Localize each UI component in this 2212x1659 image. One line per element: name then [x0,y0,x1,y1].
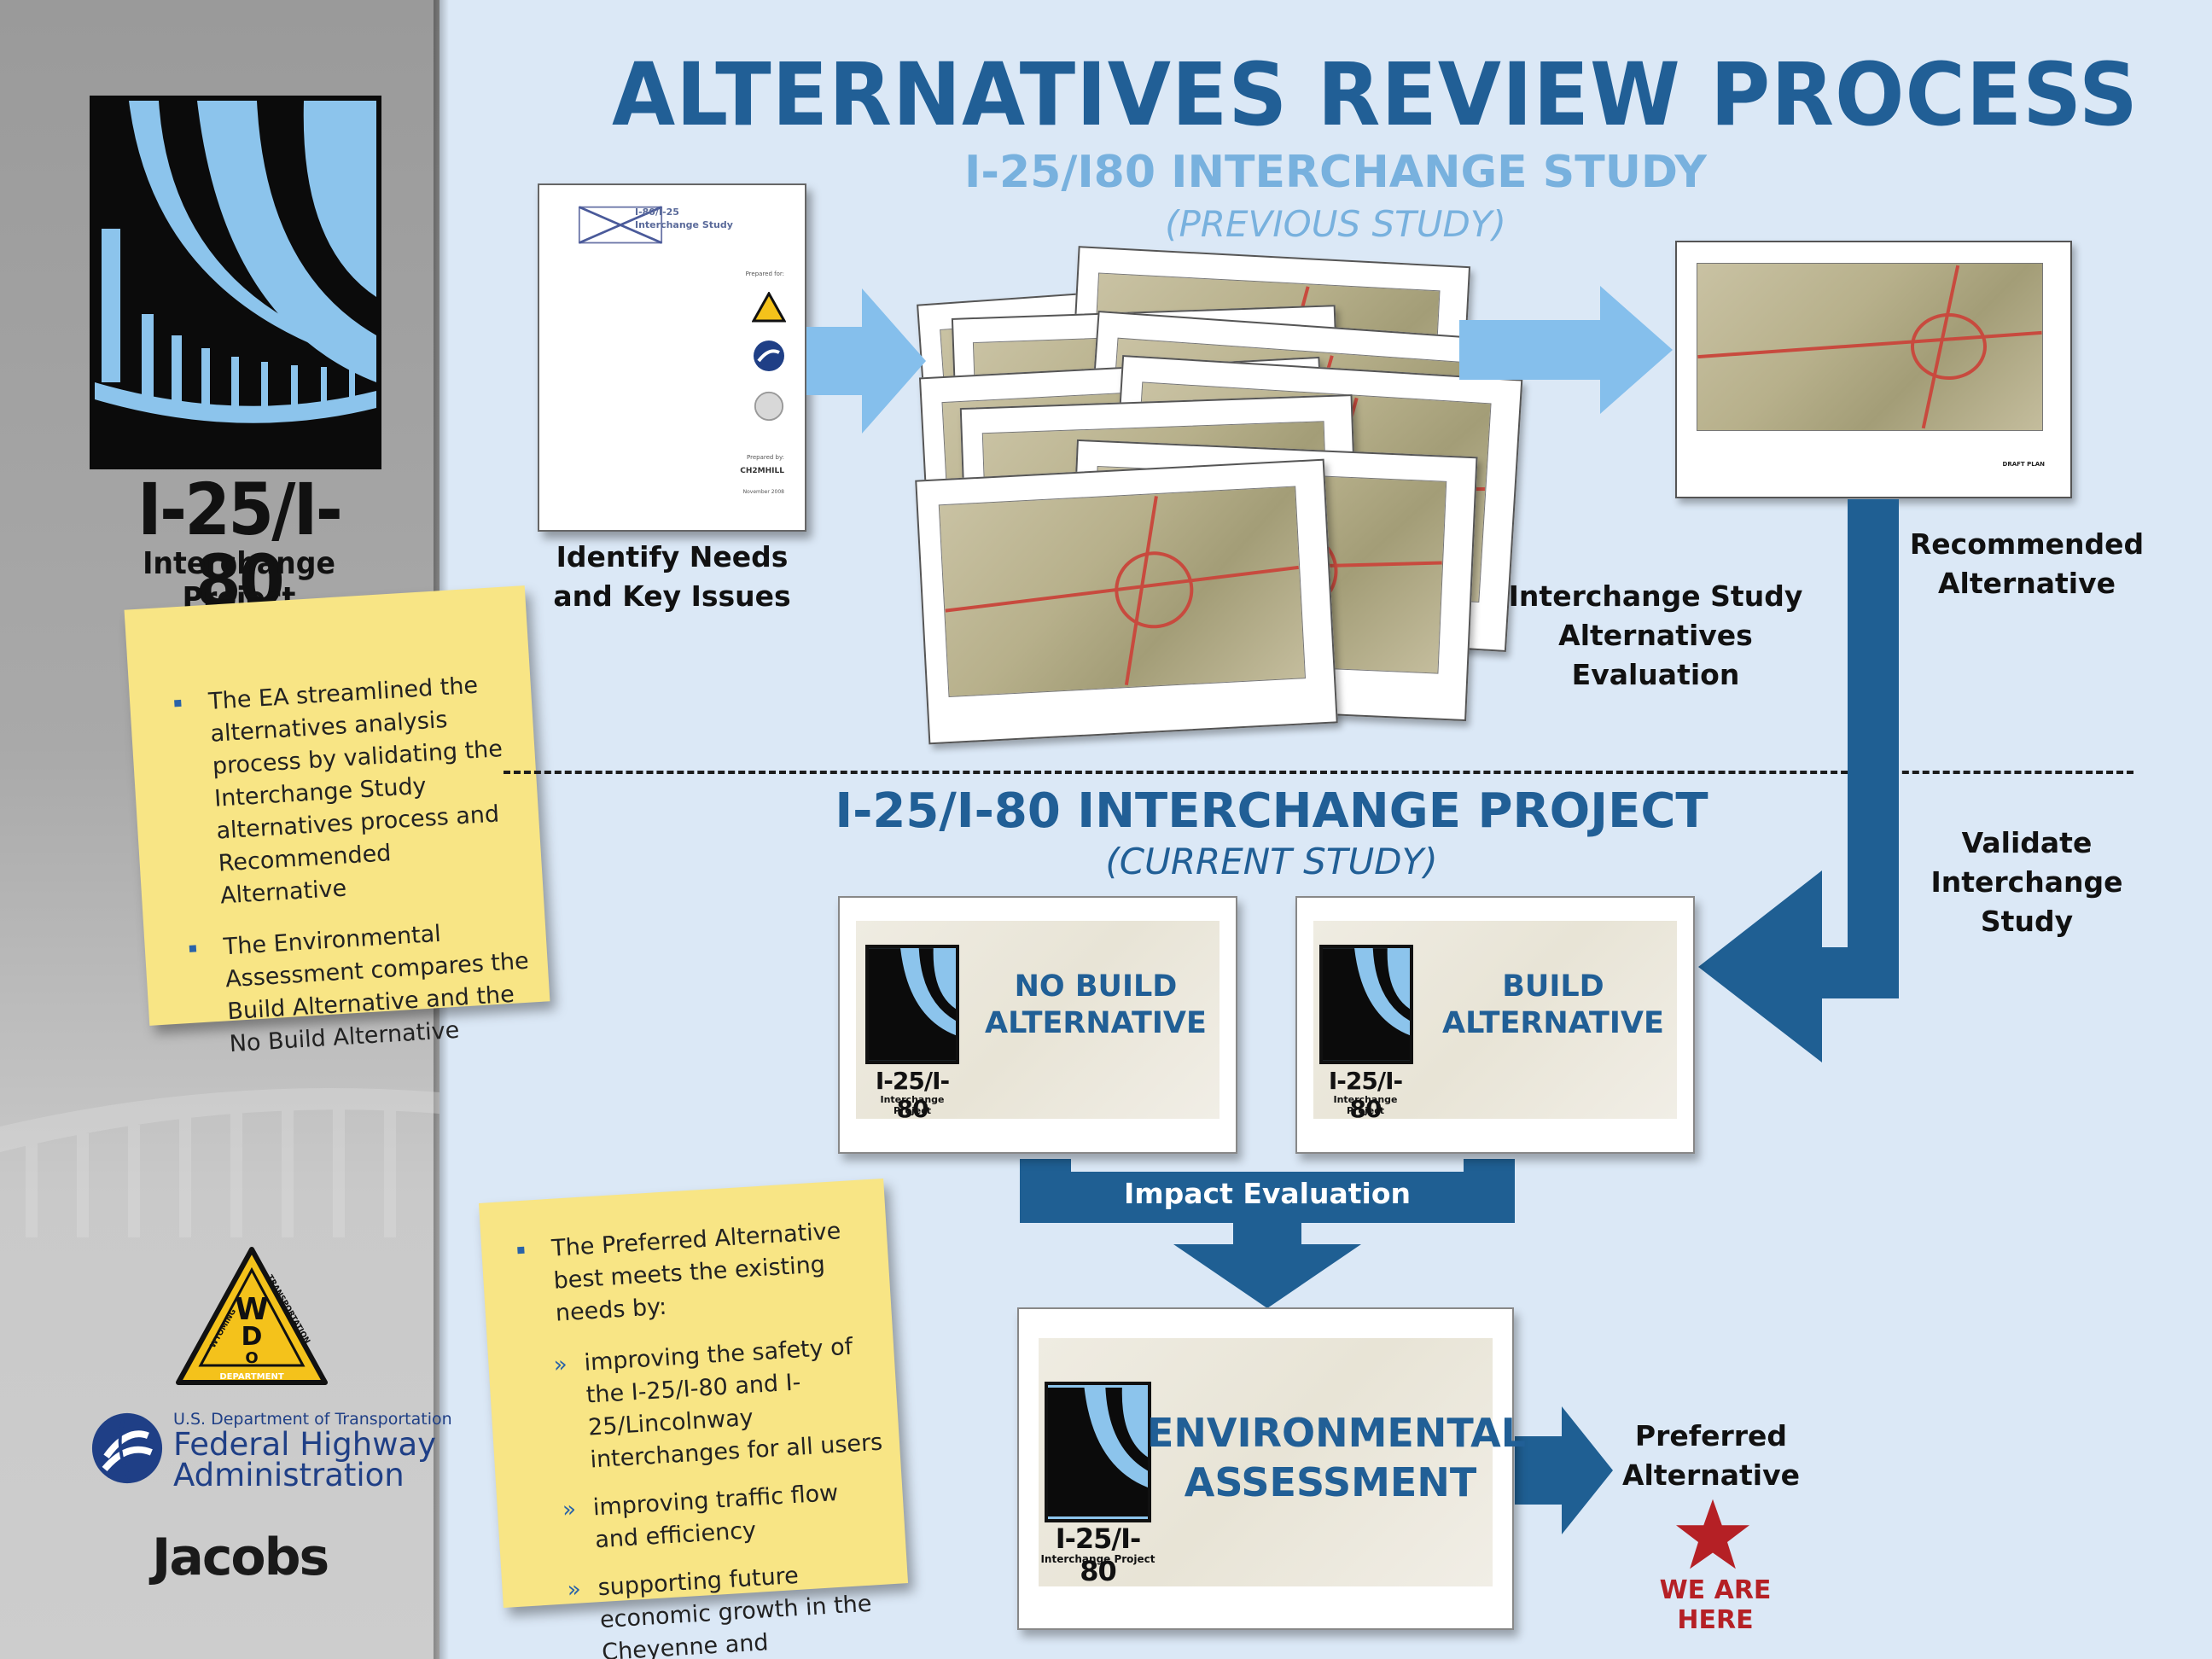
previous-study-title: I-25/I80 INTERCHANGE STUDY [964,147,1707,198]
report-title-line1: I-80/I-25 [635,207,679,218]
wydot-bottom-text: DEPARTMENT [219,1372,284,1382]
no-build-alternative-card: I-25/I-80 Interchange Project NO BUILD A… [838,896,1237,1154]
page-title: ALTERNATIVES REVIEW PROCESS [612,44,2139,146]
chevron-right-icon: » [566,1576,582,1604]
arrow-impact-bracket [1020,1159,1515,1308]
environmental-assessment-card: I-25/I-80 Interchange Project ENVIRONMEN… [1017,1307,1527,1630]
report-title-line2: Interchange Study [635,219,733,230]
star-icon [1676,1499,1749,1569]
report-prepared-for: Prepared for: [745,271,784,277]
note2-item-1: »improving the safety of the I-25/I-80 a… [552,1333,884,1474]
fhwa-shield-icon [91,1412,163,1484]
arrow-to-preferred [1515,1406,1613,1534]
current-project-subtitle: (CURRENT STUDY) [1105,841,1438,882]
project-logo-mini [865,945,959,1064]
previous-study-subtitle: (PREVIOUS STUDY) [1165,203,1506,245]
section-divider [504,771,2133,774]
fhwa-line3: Administration [173,1457,405,1493]
no-build-title-line1: NO BUILD [1014,969,1178,1004]
bullet-square-icon [189,945,197,952]
ea-title-line1: ENVIRONMENTAL [1147,1410,1527,1456]
fhwa-line1: U.S. Department of Transportation [173,1410,452,1429]
impact-evaluation-label: Impact Evaluation [1123,1177,1412,1210]
report-prepared-by: Prepared by: [747,454,784,461]
report-firm: CH2MHILL [740,467,784,475]
alternative-map-sheet [915,458,1338,745]
we-are-here-label: WE ARE HERE [1659,1575,1772,1635]
current-project-title: I-25/I-80 INTERCHANGE PROJECT [835,783,1708,839]
build-title-line1: BUILD [1502,969,1604,1004]
project-logo [90,96,381,469]
build-title-line2: ALTERNATIVE [1442,1006,1664,1040]
bullet-square-icon [517,1246,525,1254]
note2-item-3: »supporting future economic growth in th… [566,1562,873,1659]
recommended-draft-plan-label: DRAFT PLAN [2002,461,2045,468]
build-alternative-card: I-25/I-80 Interchange Project BUILD ALTE… [1295,896,1695,1154]
mini-logo-subtitle: Interchange Project [1333,1094,1398,1116]
note2-intro: The Preferred Alternative best meets the… [515,1214,876,1332]
arrow-light-1 [806,288,926,434]
interchange-study-report-cover: I-80/I-25 Interchange Study Prepared for… [538,183,806,532]
note1-item-2: The Environmental Assessment compares th… [187,913,536,1063]
fhwa-logo: U.S. Department of Transportation Federa… [90,1404,452,1493]
mini-logo-subtitle: Interchange Project [880,1094,945,1116]
project-logo-mini [1045,1382,1151,1522]
bullet-square-icon [174,699,182,707]
arrow-validate-elbow [1698,499,1899,1062]
bridge-background-graphic [0,1088,439,1237]
agency-mini-icon [754,391,784,422]
chevron-right-icon: » [552,1351,568,1378]
mini-logo-title: I-25/I-80 [875,1067,950,1123]
fhwa-line2: Federal Highway [173,1426,437,1463]
no-build-title-line2: ALTERNATIVE [985,1006,1207,1040]
note2-item-2: »improving traffic flow and efficiency [562,1479,840,1554]
sticky-note-ea: The EA streamlined the alternatives anal… [124,585,550,1057]
wydot-letter-o: O [245,1349,258,1367]
report-logo-icon [578,206,663,244]
mini-logo-title: I-25/I-80 [1055,1522,1142,1587]
sticky-note-preferred: The Preferred Alternative best meets the… [478,1178,909,1659]
recommended-alternative-sheet: DRAFT PLAN [1675,241,2072,498]
mini-logo-subtitle: Interchange Project [1040,1553,1155,1565]
report-date: November 2008 [742,489,784,495]
project-logo-mini [1319,945,1413,1064]
arrow-light-2 [1459,286,1673,414]
chevron-right-icon: » [562,1496,577,1523]
wydot-logo: W D O WYOMING TRANSPORTATION DEPARTMENT [176,1247,328,1385]
wydot-letter-d: D [242,1322,263,1352]
jacobs-logo: Jacobs [152,1528,329,1587]
wydot-mini-icon [752,292,786,323]
note1-item-1: The EA streamlined the alternatives anal… [172,667,526,915]
ea-title-line2: ASSESSMENT [1184,1459,1477,1505]
wydot-letter-w: W [235,1292,269,1327]
dot-mini-icon [754,341,784,371]
bridge-logo-icon [95,101,376,464]
mini-logo-title: I-25/I-80 [1328,1067,1403,1123]
